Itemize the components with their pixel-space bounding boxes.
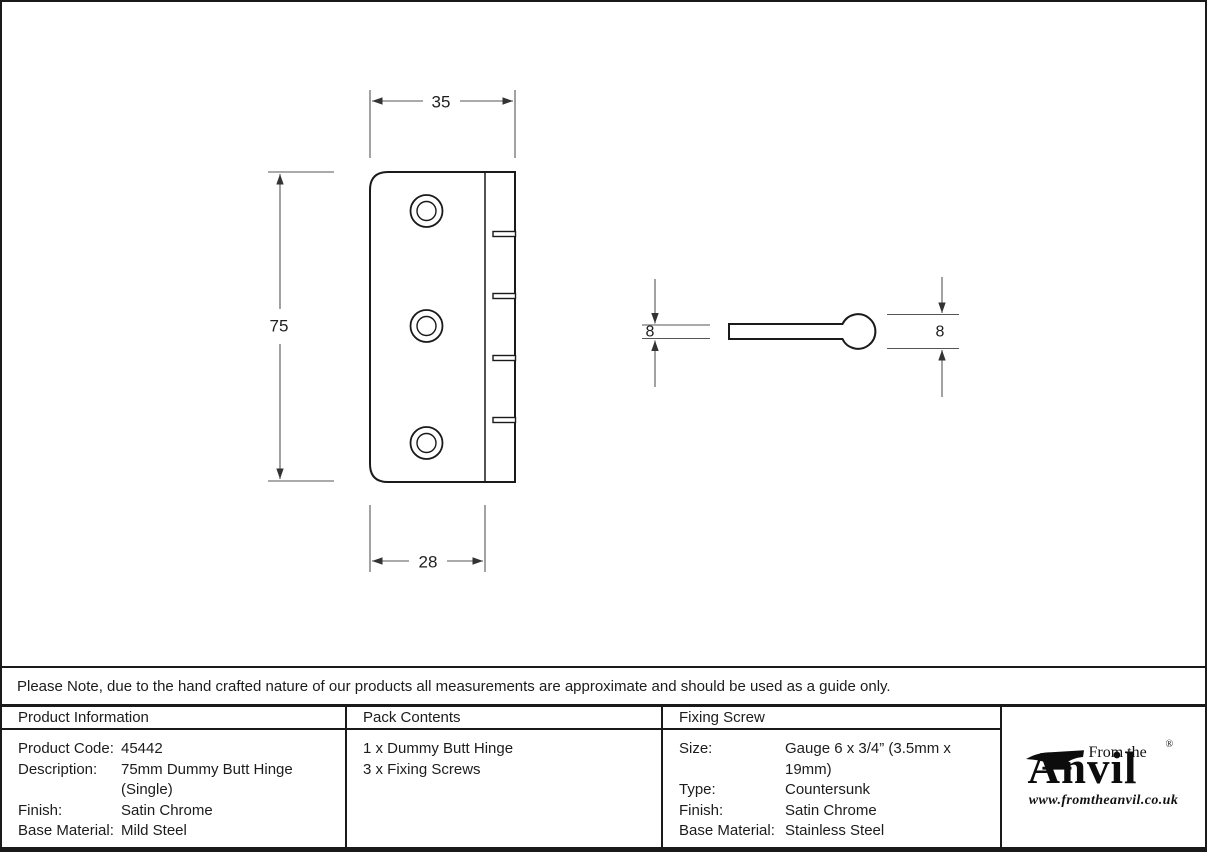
row-value: Satin Chrome bbox=[785, 801, 877, 819]
dim-height-label: 75 bbox=[270, 317, 289, 336]
fixing-screw-column: Fixing Screw Size: Gauge 6 x 3/4” (3.5mm… bbox=[663, 707, 1002, 847]
hinge-drawing-svg: 35 75 28 bbox=[268, 90, 959, 572]
hinge-front-view bbox=[369, 171, 517, 483]
row-label: Finish: bbox=[679, 801, 724, 819]
row-value: 45442 bbox=[121, 740, 163, 757]
dim-thickness: 8 bbox=[642, 279, 710, 387]
row-value: Satin Chrome bbox=[121, 801, 213, 819]
row-value: Gauge 6 x 3/4” (3.5mm x 19mm) bbox=[785, 740, 951, 778]
hinge-side-view bbox=[728, 313, 877, 350]
knuckle-notch bbox=[492, 354, 517, 362]
row-label: Base Material: bbox=[18, 822, 114, 839]
row-label: Product Code: bbox=[18, 740, 114, 757]
row-label: Size: bbox=[679, 740, 713, 757]
product-information-header: Product Information bbox=[2, 707, 345, 730]
product-information-column: Product Information Product Code: 45442 … bbox=[2, 707, 347, 847]
pack-contents-body: 1 x Dummy Butt Hinge 3 x Fixing Screws bbox=[347, 730, 661, 847]
dim-knuckle-label: 8 bbox=[936, 324, 945, 341]
pack-contents-header: Pack Contents bbox=[347, 707, 661, 730]
row-value: Mild Steel bbox=[121, 822, 187, 839]
pack-contents-column: Pack Contents 1 x Dummy Butt Hinge 3 x F… bbox=[347, 707, 663, 847]
table-row: Product Code: 45442 bbox=[18, 739, 339, 760]
row-value: 75mm Dummy Butt Hinge (Single) bbox=[121, 760, 293, 799]
fixing-screw-header: Fixing Screw bbox=[663, 707, 1000, 730]
table-row: Finish: Satin Chrome bbox=[18, 801, 339, 822]
table-row: Base Material: Stainless Steel bbox=[679, 821, 994, 842]
fixing-screw-body: Size: Gauge 6 x 3/4” (3.5mm x 19mm) Type… bbox=[663, 730, 1000, 847]
row-label: Finish: bbox=[18, 801, 63, 819]
anvil-icon bbox=[1025, 750, 1084, 770]
knuckle-notch bbox=[492, 416, 517, 424]
list-item: 3 x Fixing Screws bbox=[363, 760, 481, 778]
row-value: Stainless Steel bbox=[785, 822, 885, 839]
from-the-anvil-logo: Anvil From the ® www.fromtheanvil.co.uk bbox=[1025, 739, 1182, 810]
measurement-note-text: Please Note, due to the hand crafted nat… bbox=[17, 677, 891, 695]
table-row: Type: Countersunk bbox=[679, 780, 994, 801]
screw-hole bbox=[409, 194, 444, 228]
info-table: Product Information Product Code: 45442 … bbox=[2, 707, 1205, 847]
table-row: Base Material: Mild Steel bbox=[18, 821, 339, 842]
row-label: Base Material: bbox=[679, 822, 775, 839]
list-item: 1 x Dummy Butt Hinge bbox=[363, 740, 514, 757]
knuckle-notch bbox=[492, 292, 517, 300]
table-row: Size: Gauge 6 x 3/4” (3.5mm x 19mm) bbox=[679, 739, 994, 780]
row-value: Countersunk bbox=[785, 781, 871, 798]
measurement-note: Please Note, due to the hand crafted nat… bbox=[2, 668, 1205, 707]
knuckle-notch bbox=[492, 230, 517, 238]
row-label: Type: bbox=[679, 781, 716, 798]
row-label: Description: bbox=[18, 760, 98, 778]
screw-hole bbox=[409, 426, 444, 460]
dim-width: 35 bbox=[369, 90, 516, 158]
dim-knuckle-diameter: 8 bbox=[887, 277, 959, 397]
dim-leaf-width: 28 bbox=[369, 505, 486, 572]
table-row: Description: 75mm Dummy Butt Hinge (Sing… bbox=[18, 760, 339, 801]
product-information-body: Product Code: 45442 Description: 75mm Du… bbox=[2, 730, 345, 847]
logo-website: www.fromtheanvil.co.uk bbox=[1028, 793, 1179, 808]
table-row: Finish: Satin Chrome bbox=[679, 801, 994, 822]
dim-height: 75 bbox=[268, 171, 334, 482]
screw-hole bbox=[409, 309, 444, 343]
dim-width-label: 35 bbox=[432, 93, 451, 112]
brand-logo-box: Anvil From the ® www.fromtheanvil.co.uk bbox=[1002, 707, 1205, 847]
hinge-profile-outline bbox=[728, 313, 877, 350]
dim-thickness-label: 8 bbox=[646, 324, 655, 341]
logo-tagline: From the bbox=[1088, 744, 1147, 761]
registered-trademark-icon: ® bbox=[1165, 739, 1174, 750]
dim-leaf-width-label: 28 bbox=[419, 553, 438, 572]
technical-drawing: 35 75 28 bbox=[2, 2, 1205, 668]
